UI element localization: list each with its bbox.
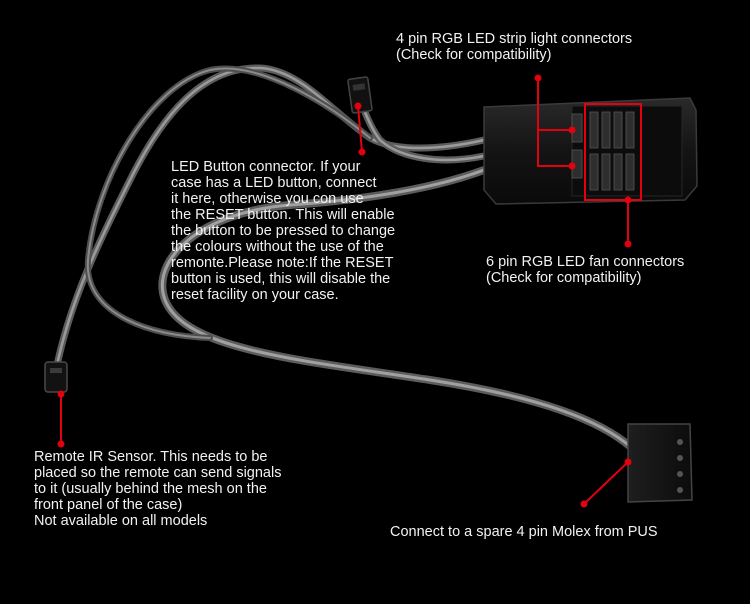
pin-headers <box>571 111 635 191</box>
strip-callout-line-lower <box>537 130 572 167</box>
callout-lines <box>60 78 629 505</box>
remote-ir-label: Remote IR Sensor. This needs to be place… <box>34 449 282 529</box>
fan-connector-highlight <box>584 103 642 201</box>
outer-loop-cable-highlight <box>86 67 371 339</box>
button-callout-line <box>357 105 363 153</box>
molex-connector <box>627 423 693 503</box>
controller-hub <box>483 97 698 205</box>
strip-connectors-label: 4 pin RGB LED strip light connectors (Ch… <box>396 31 633 63</box>
led-button-label: LED Button connector. If your case has a… <box>171 159 396 303</box>
molex-callout-line <box>583 461 629 505</box>
led-button-cable-highlight <box>358 98 486 162</box>
molex-label: Connect to a spare 4 pin Molex from PUS <box>390 524 658 540</box>
led-button-connector <box>347 76 373 114</box>
molex-cable-highlight <box>160 168 634 450</box>
callout-dots <box>57 74 632 508</box>
cable-bundle <box>52 64 636 452</box>
fan-connectors-label: 6 pin RGB LED fan connectors (Check for … <box>486 254 685 286</box>
ir-sensor-connector <box>44 361 68 393</box>
